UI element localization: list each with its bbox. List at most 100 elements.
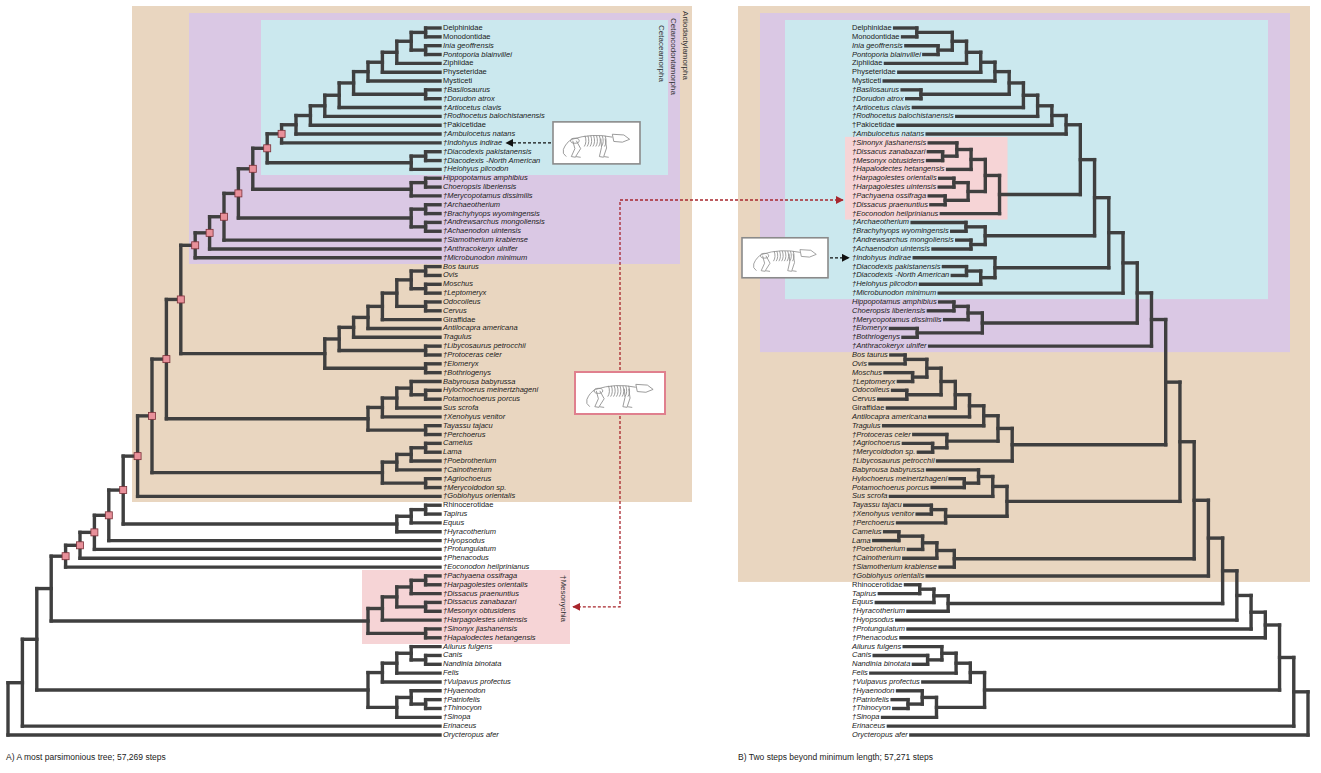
tree-branch	[426, 283, 440, 286]
taxon-label: †Brachyhyops wyomingensis	[443, 210, 540, 218]
taxon-label: †Protungulatum	[443, 545, 496, 553]
tree-branch	[966, 51, 980, 54]
tree-branch	[426, 344, 440, 347]
tree-branch	[1137, 291, 1151, 294]
taxon-label: Cervus	[443, 307, 467, 315]
figure-frame	[742, 238, 828, 278]
tree-branch	[928, 468, 979, 471]
tree-branch	[1136, 263, 1139, 323]
support-mark	[120, 487, 127, 494]
taxon-label: †Harpagolestes uintensis	[443, 616, 527, 624]
tree-branch	[923, 541, 937, 544]
tree-branch	[906, 44, 938, 47]
clade-name: Cetancodontamorpha	[669, 18, 678, 95]
tree-branch	[1121, 233, 1124, 293]
tree-branch	[368, 706, 397, 709]
tree-branch	[888, 724, 1293, 727]
tree-branch	[411, 446, 425, 449]
tree-branch	[904, 557, 937, 560]
tree-branch	[956, 661, 970, 664]
tree-branch	[1107, 198, 1110, 268]
tree-branch	[282, 123, 296, 126]
tree-branch	[426, 583, 440, 586]
taxon-label: Moschus	[852, 369, 882, 377]
tree-branch	[908, 548, 922, 551]
tree-branch	[934, 594, 948, 597]
support-mark	[77, 542, 84, 549]
tree-branch	[939, 291, 1123, 294]
tree-branch	[368, 406, 382, 409]
tree-branch	[927, 132, 1066, 135]
tree-branch	[381, 462, 384, 483]
tree-branch	[368, 607, 382, 610]
tree-branch	[935, 543, 938, 558]
taxon-label: Orycteropus afer	[443, 731, 499, 739]
tree-branch	[397, 40, 411, 43]
tree-branch	[397, 671, 440, 674]
tree-branch	[282, 141, 440, 144]
tree-branch	[983, 673, 986, 708]
tree-branch	[1237, 594, 1251, 597]
taxon-label: †Harpagolestes orientalis	[852, 174, 937, 182]
tree-branch	[410, 32, 413, 50]
taxon-label: Babyrousa babyrussa	[443, 378, 516, 386]
tree-branch	[411, 702, 425, 705]
tree-branch	[1294, 690, 1308, 693]
tree-branch	[6, 683, 9, 735]
tree-branch	[928, 159, 943, 162]
tree-branch	[382, 618, 440, 621]
tree-branch	[893, 389, 907, 392]
tree-branch	[938, 48, 952, 51]
tree-branch	[939, 185, 954, 188]
tree-branch	[310, 124, 440, 127]
tree-branch	[410, 580, 413, 593]
tree-branch	[410, 691, 413, 704]
tree-branch	[426, 601, 440, 604]
tree-branch	[397, 406, 440, 409]
taxon-label: Erinaceus	[852, 722, 885, 730]
taxon-label: †Andrewsarchus mongoliensis	[443, 218, 545, 226]
taxon-label: †Merycopotamus dissimilis	[852, 316, 942, 324]
taxon-label: Ailurus fulgens	[443, 643, 492, 651]
tree-branch	[1066, 123, 1080, 126]
taxon-label: †Libycosaurus petrocchii	[443, 342, 526, 350]
tree-branch	[871, 671, 956, 674]
tree-branch	[955, 393, 969, 396]
tree-branch	[971, 158, 985, 161]
tree-branch	[913, 663, 927, 666]
tree-branch	[366, 609, 369, 634]
pointer-arrow	[620, 200, 843, 370]
taxon-label: †Libycosaurus petrocchii	[852, 457, 935, 465]
tree-branch	[931, 508, 945, 511]
tree-branch	[1000, 193, 1081, 196]
taxon-label: †Pakicetidae	[443, 121, 486, 129]
taxon-label: Choeropsis liberiensis	[443, 183, 516, 191]
tree-branch	[366, 673, 369, 708]
taxon-label: †Dissacus zanabazari	[443, 598, 516, 606]
tree-branch	[411, 658, 425, 661]
tree-branch	[338, 83, 341, 108]
taxon-label: †Helohyus plicodon	[443, 165, 508, 173]
taxon-label: Canis	[852, 651, 871, 659]
tree-branch	[66, 565, 440, 568]
tree-branch	[325, 367, 426, 370]
tree-branch	[890, 495, 992, 498]
taxon-label: †Microbunodon minimum	[852, 289, 936, 297]
taxon-label: †Diacodexis -North American	[852, 271, 949, 279]
tree-branch	[899, 70, 981, 73]
tree-branch	[51, 619, 368, 622]
skeleton-drawing	[753, 250, 816, 272]
taxon-label: Tapirus	[852, 590, 876, 598]
taxon-label: †Siamotherium krabiense	[443, 236, 528, 244]
tree-branch	[927, 367, 941, 370]
tree-branch	[411, 393, 425, 396]
taxon-label: †Achaenodon uintensis	[443, 227, 521, 235]
pointer-arrow	[506, 142, 551, 143]
tree-branch	[914, 256, 995, 259]
tree-branch	[953, 551, 956, 568]
taxon-label: †Siamotherium krabiense	[852, 563, 937, 571]
taxon-label: Physeteridae	[852, 68, 896, 76]
tree-branch	[1095, 196, 1109, 199]
tree-branch	[426, 150, 440, 153]
